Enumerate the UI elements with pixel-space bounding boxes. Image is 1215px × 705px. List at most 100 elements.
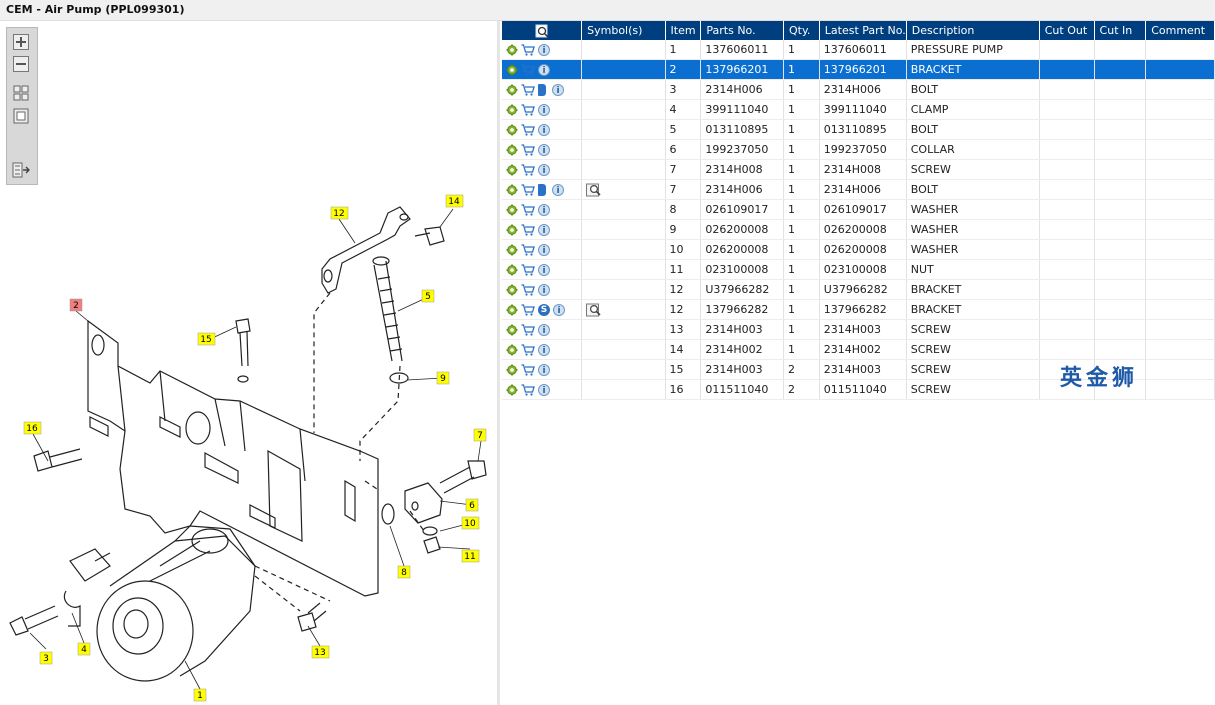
gear-icon[interactable] bbox=[506, 244, 518, 256]
info-icon[interactable]: i bbox=[538, 204, 550, 216]
header-latest-part-no[interactable]: Latest Part No. bbox=[819, 21, 907, 40]
gear-icon[interactable] bbox=[506, 44, 518, 56]
gear-icon[interactable] bbox=[506, 344, 518, 356]
cart-icon[interactable] bbox=[521, 224, 535, 236]
supersession-icon[interactable]: S bbox=[538, 304, 550, 316]
info-icon[interactable]: i bbox=[538, 104, 550, 116]
cart-icon[interactable] bbox=[521, 164, 535, 176]
cart-icon[interactable] bbox=[521, 64, 535, 76]
info-icon[interactable]: i bbox=[552, 84, 564, 96]
magnifier-icon[interactable] bbox=[586, 303, 602, 317]
cart-icon[interactable] bbox=[521, 244, 535, 256]
magnifier-icon[interactable] bbox=[586, 183, 602, 197]
info-icon[interactable]: i bbox=[538, 244, 550, 256]
header-description[interactable]: Description bbox=[906, 21, 1040, 40]
header-cut-in[interactable]: Cut In bbox=[1094, 21, 1147, 40]
info-icon[interactable]: i bbox=[538, 284, 550, 296]
info-icon[interactable]: i bbox=[553, 304, 565, 316]
manual-book-icon[interactable] bbox=[538, 84, 546, 96]
cart-icon[interactable] bbox=[521, 324, 535, 336]
info-icon[interactable]: i bbox=[538, 64, 550, 76]
zoom-out-button[interactable] bbox=[12, 55, 30, 73]
gear-icon[interactable] bbox=[506, 124, 518, 136]
info-icon[interactable]: i bbox=[538, 264, 550, 276]
header-qty[interactable]: Qty. bbox=[783, 21, 820, 40]
header-comment[interactable]: Comment bbox=[1145, 21, 1215, 40]
gear-icon[interactable] bbox=[506, 364, 518, 376]
header-cut-out[interactable]: Cut Out bbox=[1039, 21, 1095, 40]
header-actions[interactable] bbox=[502, 21, 583, 40]
fit-all-button[interactable] bbox=[12, 84, 30, 102]
cart-icon[interactable] bbox=[521, 264, 535, 276]
cart-icon[interactable] bbox=[521, 144, 535, 156]
header-item[interactable]: Item bbox=[665, 21, 702, 40]
gear-icon[interactable] bbox=[506, 64, 518, 76]
info-icon[interactable]: i bbox=[538, 224, 550, 236]
info-icon[interactable]: i bbox=[538, 124, 550, 136]
diagram-pane[interactable]: 1 2 3 4 5 6 7 8 9 10 11 12 13 14 15 16 bbox=[0, 21, 497, 705]
info-icon[interactable]: i bbox=[552, 184, 564, 196]
header-symbols[interactable]: Symbol(s) bbox=[581, 21, 666, 40]
cart-icon[interactable] bbox=[521, 344, 535, 356]
info-icon[interactable]: i bbox=[538, 164, 550, 176]
symbols-cell bbox=[581, 99, 666, 120]
gear-icon[interactable] bbox=[506, 164, 518, 176]
cart-icon[interactable] bbox=[521, 284, 535, 296]
gear-icon[interactable] bbox=[506, 284, 518, 296]
gear-icon[interactable] bbox=[506, 324, 518, 336]
qty-cell: 1 bbox=[783, 179, 820, 200]
info-icon[interactable]: i bbox=[538, 344, 550, 356]
info-icon[interactable]: i bbox=[538, 364, 550, 376]
actual-size-button[interactable] bbox=[12, 107, 30, 125]
parts-no-cell: 2314H002 bbox=[700, 339, 784, 360]
pane-splitter[interactable] bbox=[497, 21, 500, 705]
gear-icon[interactable] bbox=[506, 104, 518, 116]
manual-book-icon[interactable] bbox=[538, 184, 546, 196]
cart-icon[interactable] bbox=[521, 184, 535, 196]
cart-icon[interactable] bbox=[521, 84, 535, 96]
gear-icon[interactable] bbox=[506, 384, 518, 396]
gear-icon[interactable] bbox=[506, 264, 518, 276]
gear-icon[interactable] bbox=[506, 144, 518, 156]
comment-cell bbox=[1145, 379, 1215, 400]
gear-icon[interactable] bbox=[506, 204, 518, 216]
cart-icon[interactable] bbox=[521, 204, 535, 216]
header-parts-no[interactable]: Parts No. bbox=[700, 21, 784, 40]
gear-icon[interactable] bbox=[506, 184, 518, 196]
toggle-list-button[interactable] bbox=[12, 161, 30, 179]
row-actions-cell: i bbox=[502, 279, 583, 300]
cart-icon[interactable] bbox=[521, 304, 535, 316]
gear-icon[interactable] bbox=[506, 304, 518, 316]
cart-icon[interactable] bbox=[521, 104, 535, 116]
gear-icon[interactable] bbox=[506, 84, 518, 96]
cart-icon[interactable] bbox=[521, 124, 535, 136]
cart-icon[interactable] bbox=[521, 364, 535, 376]
item-cell: 4 bbox=[665, 99, 702, 120]
info-icon[interactable]: i bbox=[538, 144, 550, 156]
cart-icon[interactable] bbox=[521, 384, 535, 396]
zoom-in-button[interactable] bbox=[12, 33, 30, 51]
cart-icon[interactable] bbox=[521, 44, 535, 56]
info-icon[interactable]: i bbox=[538, 44, 550, 56]
info-icon[interactable]: i bbox=[538, 324, 550, 336]
gear-icon[interactable] bbox=[506, 224, 518, 236]
info-icon[interactable]: i bbox=[538, 384, 550, 396]
